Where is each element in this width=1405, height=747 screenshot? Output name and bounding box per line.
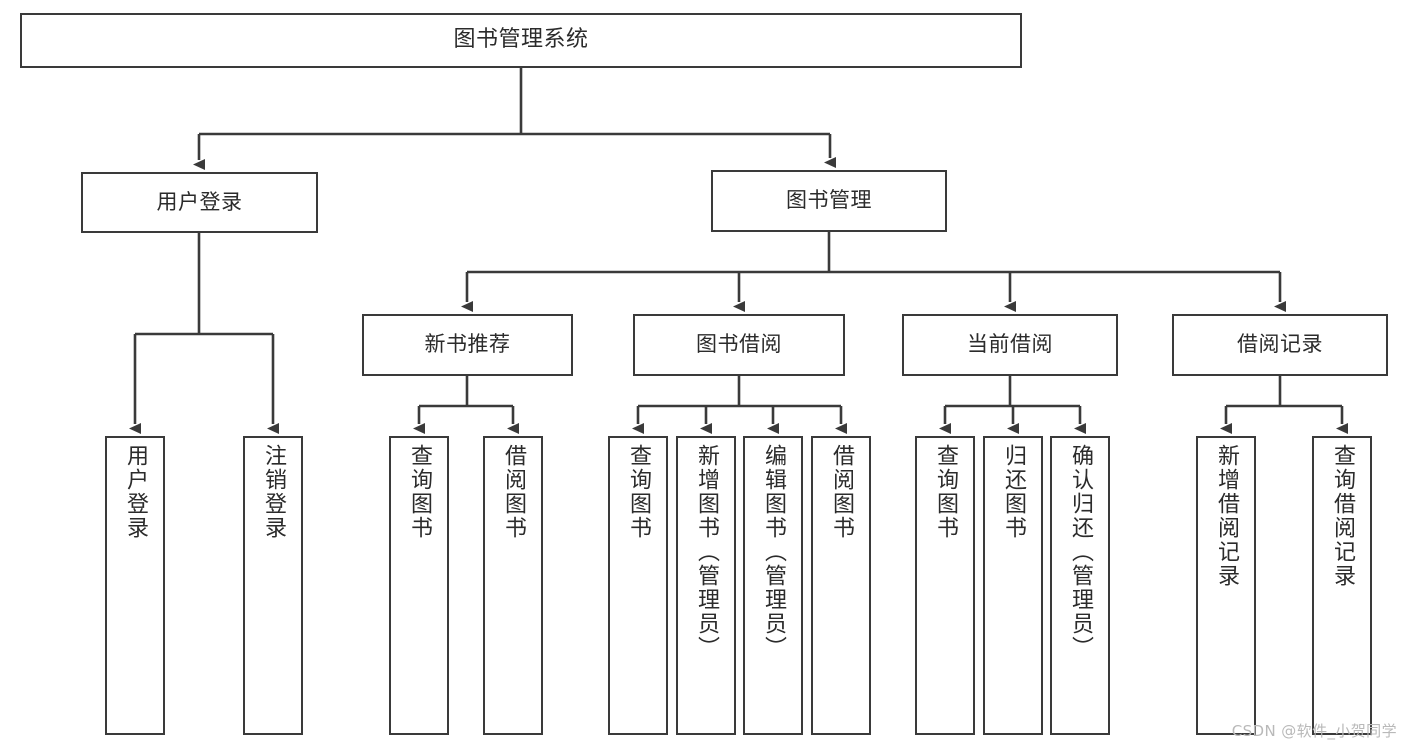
node-new-book-recommend-label: 新书推荐 [424, 332, 511, 357]
node-leaf-query-book-cb[interactable]: 查询图书 [915, 436, 975, 735]
node-leaf-query-borrow-record-label: 查询借阅记录 [1330, 444, 1355, 588]
node-leaf-query-borrow-record[interactable]: 查询借阅记录 [1312, 436, 1372, 735]
node-leaf-borrow-book-bb[interactable]: 借阅图书 [811, 436, 871, 735]
watermark: CSDN @软件_小贺同学 [1231, 722, 1397, 740]
node-book-borrow[interactable]: 图书借阅 [633, 314, 845, 376]
node-leaf-edit-book-admin-label: 编辑图书（管理员） [761, 444, 786, 660]
node-leaf-borrow-book-rec[interactable]: 借阅图书 [483, 436, 543, 735]
node-leaf-return-book[interactable]: 归还图书 [983, 436, 1043, 735]
node-borrow-record[interactable]: 借阅记录 [1172, 314, 1388, 376]
node-leaf-edit-book-admin[interactable]: 编辑图书（管理员） [743, 436, 803, 735]
node-user-login-label: 用户登录 [156, 189, 243, 214]
node-borrow-record-label: 借阅记录 [1237, 332, 1323, 357]
node-leaf-query-book-rec[interactable]: 查询图书 [389, 436, 449, 735]
node-leaf-add-book-admin[interactable]: 新增图书（管理员） [676, 436, 736, 735]
node-leaf-user-logout[interactable]: 注销登录 [243, 436, 303, 735]
node-leaf-query-book-bb-label: 查询图书 [626, 444, 651, 540]
node-user-login[interactable]: 用户登录 [81, 172, 318, 233]
node-leaf-query-book-rec-label: 查询图书 [407, 444, 432, 540]
node-leaf-user-login-label: 用户登录 [123, 444, 148, 540]
node-leaf-user-login[interactable]: 用户登录 [105, 436, 165, 735]
node-new-book-recommend[interactable]: 新书推荐 [362, 314, 573, 376]
node-leaf-confirm-return-admin-label: 确认归还（管理员） [1068, 444, 1093, 660]
node-leaf-borrow-book-bb-label: 借阅图书 [829, 444, 854, 540]
node-root[interactable]: 图书管理系统 [20, 13, 1022, 68]
node-leaf-add-borrow-record-label: 新增借阅记录 [1214, 444, 1239, 588]
node-leaf-add-borrow-record[interactable]: 新增借阅记录 [1196, 436, 1256, 735]
node-leaf-borrow-book-rec-label: 借阅图书 [501, 444, 526, 540]
node-leaf-add-book-admin-label: 新增图书（管理员） [694, 444, 719, 660]
node-leaf-query-book-cb-label: 查询图书 [933, 444, 958, 540]
node-leaf-query-book-bb[interactable]: 查询图书 [608, 436, 668, 735]
node-book-manage[interactable]: 图书管理 [711, 170, 947, 232]
node-leaf-confirm-return-admin[interactable]: 确认归还（管理员） [1050, 436, 1110, 735]
node-leaf-user-logout-label: 注销登录 [261, 444, 286, 540]
node-leaf-return-book-label: 归还图书 [1001, 444, 1026, 540]
node-current-borrow-label: 当前借阅 [967, 332, 1053, 357]
node-book-manage-label: 图书管理 [786, 188, 872, 213]
node-book-borrow-label: 图书借阅 [696, 332, 782, 357]
node-current-borrow[interactable]: 当前借阅 [902, 314, 1118, 376]
node-root-label: 图书管理系统 [453, 27, 589, 53]
